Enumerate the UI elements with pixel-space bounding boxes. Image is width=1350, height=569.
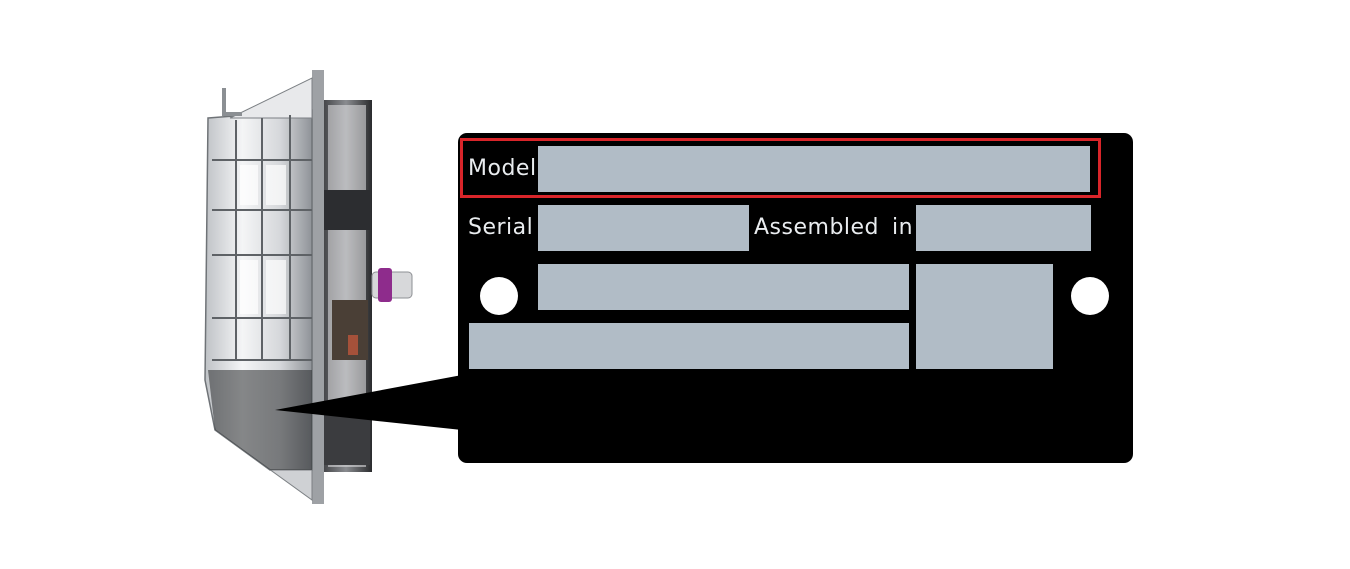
model-field: [538, 146, 1090, 192]
assembled-in-field: [916, 205, 1091, 251]
mounting-bracket: [222, 88, 242, 116]
rivet-hole-left: [480, 277, 518, 315]
plate-field-3: [538, 264, 909, 310]
callout-pointer: [275, 375, 462, 430]
transmission-housing: [204, 70, 413, 504]
model-label: Model: [468, 156, 537, 181]
assembled-label: Assembled: [754, 215, 880, 240]
shaft-spline: [378, 268, 392, 302]
assembled-in-label: in: [892, 215, 914, 240]
serial-label: Serial: [468, 215, 534, 240]
housing-flange: [312, 70, 324, 504]
model-row-highlight: [460, 138, 1101, 198]
serial-field: [538, 205, 749, 251]
plate-field-right-block: [916, 264, 1053, 369]
rivet-hole-right: [1071, 277, 1109, 315]
plate-field-4: [469, 323, 909, 369]
